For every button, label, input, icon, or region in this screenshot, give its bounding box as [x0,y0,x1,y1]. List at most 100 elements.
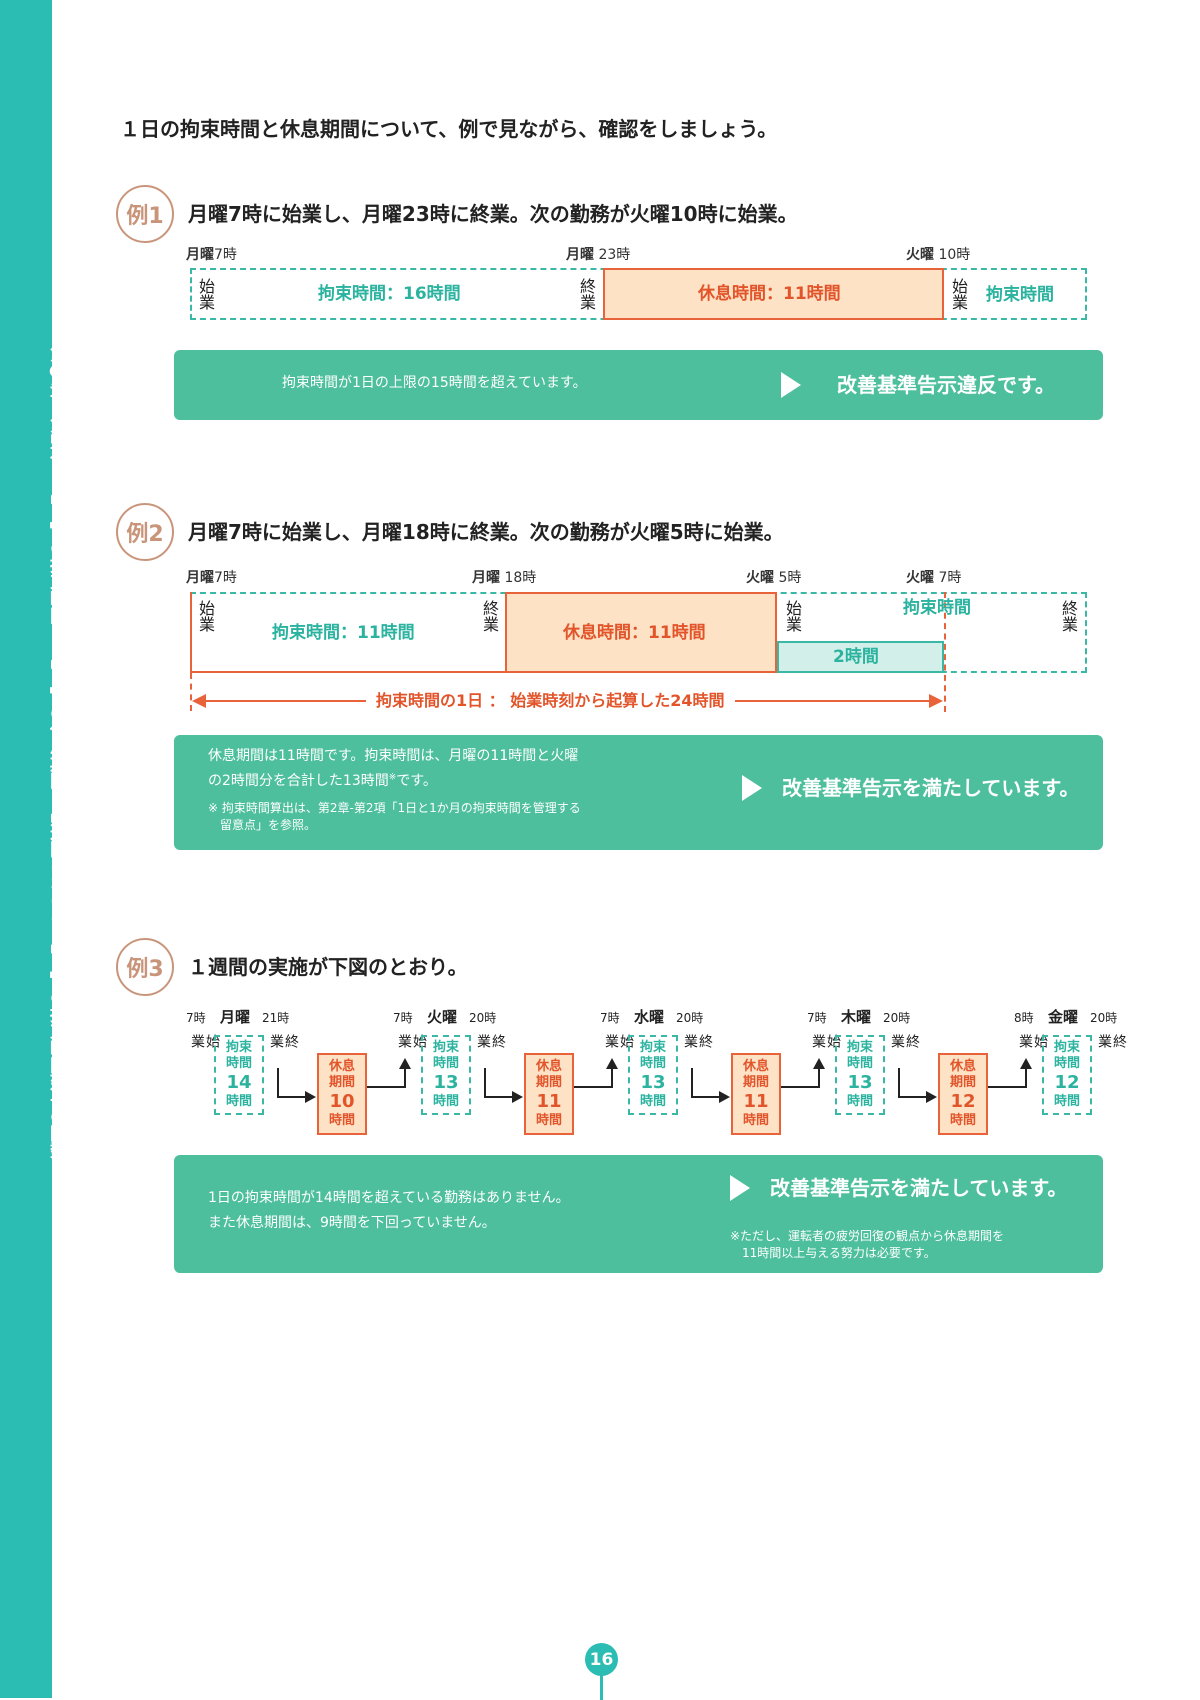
start-label: 始業 [810,1034,841,1048]
arrow-line [484,1096,514,1098]
kosoku-label: 拘束時間 [639,1040,666,1071]
arrow-line [277,1068,279,1097]
start-time: 7時 [186,1011,206,1025]
kosoku-label: 拘束時間 [432,1040,459,1071]
start-label: 始業 [189,1034,220,1048]
two-hours-label: 2時間 [833,647,879,667]
rest-hours: 11 [743,1091,769,1112]
arrow-line [691,1096,721,1098]
play-triangle-icon [742,775,762,801]
24h-label: 拘束時間の1日 ： 始業時刻から起算した24時間 [366,690,735,712]
kosoku-hours: 12 [1054,1072,1080,1093]
verdict: 改善基準告示を満たしています。 [770,1176,1068,1200]
example-3-title: １週間の実施が下図のとおり。 [188,955,468,979]
arrow-right-icon [305,1091,316,1103]
result-box-1: 拘束時間が1日の上限の15時間を超えています。 改善基準告示違反です。 [174,350,1103,420]
unit: 時間 [535,1113,562,1128]
example-1-title: 月曜7時に始業し、月曜23時に終業。次の勤務が火曜10時に始業。 [188,202,798,226]
unit: 時間 [1053,1094,1080,1109]
arrow-line [574,1086,612,1088]
arrow-line [781,1086,819,1088]
end-label: 終業 [268,1034,299,1048]
rest-label: 休息期間 [535,1059,562,1090]
arrow-line [898,1068,900,1097]
end-time: 20時 [883,1011,911,1025]
kosoku-hours: 13 [847,1072,873,1093]
end-time: 20時 [469,1011,497,1025]
chapter-sidebar [0,0,52,1698]
day-label: 金曜 [1048,1008,1079,1026]
arrow-right-icon [512,1091,523,1103]
kosoku-hours: 13 [433,1072,459,1093]
arrow-line [988,1086,1026,1088]
kosoku-hours: 13 [640,1072,666,1093]
end-label: 終業 [475,1034,506,1048]
kosoku-label: 拘束時間 [1053,1040,1080,1071]
start-time: 7時 [807,1011,827,1025]
unit: 時間 [225,1094,252,1109]
arrow-line [367,1086,405,1088]
kosoku-label: 拘束時間：11時間 [272,623,415,643]
chapter-title: 第❸章：第2項 ・「1日」の拘束時間と「1日」の休息期間 ・1週間における「1日… [46,345,66,1159]
result-message: 1日の拘束時間が14時間を超えている勤務はありません。 [208,1190,570,1206]
intro-heading: １日の拘束時間と休息期間について、例で見ながら、確認をしましょう。 [120,117,778,141]
unit: 時間 [846,1094,873,1109]
rest-label: 休息期間 [949,1059,976,1090]
unit: 時間 [949,1113,976,1128]
end-time: 20時 [676,1011,704,1025]
end-label: 終業 [889,1034,920,1048]
end-time: 21時 [262,1011,290,1025]
note: ※ただし、運転者の疲労回復の観点から休息期間を [730,1229,1005,1243]
start-label: 始業 [603,1034,634,1048]
rest-period [603,268,944,320]
start-label: 始業 [1017,1034,1048,1048]
arrow-right-icon [719,1091,730,1103]
result-box-2: 休息期間は11時間です。拘束時間は、月曜の11時間と火曜 の2時間分を合計した1… [174,735,1103,850]
kosoku-hours: 14 [226,1072,252,1093]
day-boundary-line [190,673,192,711]
rest-label: 休息時間：11時間 [563,623,706,643]
example-3-badge: 例3 [116,938,174,996]
arrow-line [611,1068,613,1088]
result-message: 拘束時間が1日の上限の15時間を超えています。 [282,375,587,391]
arrow-line [691,1068,693,1097]
start-label: 始業 [783,600,802,632]
first-day-box [190,592,777,673]
arrow-up-icon [606,1058,618,1069]
kosoku-label: 拘束時間 [986,285,1054,305]
end-label: 終業 [480,600,499,632]
page-number: 16 [585,1643,618,1676]
result-message: の2時間分を合計した13時間※です。 [208,772,437,789]
note: 11時間以上与える努力は必要です。 [730,1246,936,1260]
time-label: 月曜7時 [186,247,237,263]
start-time: 7時 [393,1011,413,1025]
unit: 時間 [328,1113,355,1128]
time-label: 月曜 23時 [566,247,631,263]
arrow-line [484,1068,486,1097]
start-label: 始業 [396,1034,427,1048]
rest-hours: 11 [536,1091,562,1112]
day-label: 月曜 [220,1008,251,1026]
rest-hours: 12 [950,1091,976,1112]
arrow-right-icon [929,694,943,708]
unit: 時間 [432,1094,459,1109]
arrow-left-icon [192,694,206,708]
day-boundary-line [944,592,946,712]
note: 留意点」を参照。 [208,818,317,832]
start-label: 始業 [196,600,215,632]
kosoku-label: 拘束時間 [225,1040,252,1071]
two-hours-box [777,641,944,673]
arrow-up-icon [399,1058,411,1069]
arrow-line [1025,1068,1027,1088]
rest-label: 休息時間：11時間 [698,284,841,304]
arrow-right-icon [926,1091,937,1103]
rest-hours: 10 [329,1091,355,1112]
arrow-line [277,1096,307,1098]
unit: 時間 [639,1094,666,1109]
start-label: 始業 [949,278,968,310]
